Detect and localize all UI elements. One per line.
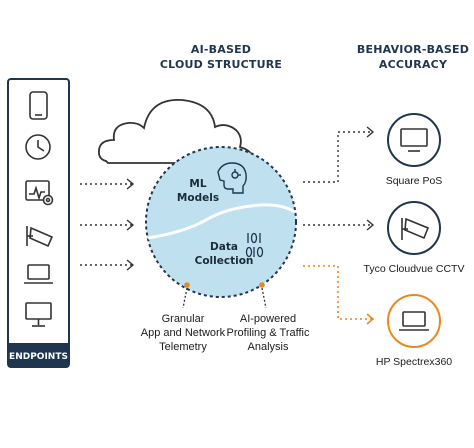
telemetry-line1: Granular [162, 313, 205, 325]
analysis-line2: Profiling & Traffic [227, 327, 310, 339]
cloud-header-line2: CLOUD STRUCTURE [160, 58, 282, 71]
cloud-header-line1: AI-BASED [191, 43, 251, 56]
output-2-label: Tyco Cloudvue CCTV [364, 263, 465, 275]
clock-icon [25, 134, 51, 160]
endpoints-label-bar [8, 343, 69, 367]
circle-outline [145, 146, 297, 298]
output-hp-spectrex: HP Spectrex360 [376, 294, 452, 368]
output-tyco-cctv: Tyco Cloudvue CCTV [364, 201, 465, 275]
output-1-ring [387, 113, 441, 167]
endpoints-label: ENDPOINTS [9, 352, 68, 362]
output-arrow-1 [303, 126, 375, 183]
behavior-header-line1: BEHAVIOR-BASED [357, 43, 469, 56]
ai-head-icon [217, 162, 247, 194]
input-arrows [80, 178, 135, 271]
desktop-monitor-icon [25, 302, 52, 327]
telemetry-anchor-dot [184, 282, 190, 288]
telemetry-note: Granular App and Network Telemetry [141, 287, 226, 353]
telemetry-line3: Telemetry [159, 341, 207, 353]
ml-line2: Models [177, 192, 219, 204]
output-3-ring [387, 294, 441, 348]
ml-line1: ML [189, 178, 206, 190]
data-line2: Collection [195, 255, 254, 267]
behavior-header-line2: ACCURACY [379, 58, 448, 71]
output-arrow-2 [303, 219, 375, 231]
laptop-icon [24, 264, 53, 284]
output-3-label: HP Spectrex360 [376, 356, 452, 368]
binary-data-icon [245, 232, 264, 258]
analysis-line1: AI-powered [240, 313, 296, 325]
circle-divider-wave [147, 203, 296, 240]
output-2-ring [387, 201, 441, 255]
cloud-structure-circle: ML Models Data Collection [145, 146, 297, 298]
analysis-anchor-dot [259, 282, 265, 288]
security-camera-icon [26, 226, 54, 248]
laptop-icon [399, 311, 429, 331]
data-line1: Data [210, 241, 238, 253]
cctv-camera-icon [401, 217, 430, 240]
cloud-structure-header: AI-BASED CLOUD STRUCTURE [160, 43, 282, 71]
monitoring-screen-icon [25, 180, 54, 206]
output-1-label: Square PoS [386, 175, 443, 187]
telemetry-line2: App and Network [141, 327, 226, 339]
endpoints-panel: ENDPOINTS [7, 78, 70, 368]
mobile-phone-icon [29, 91, 48, 120]
analysis-line3: Analysis [248, 341, 289, 353]
analysis-note: AI-powered Profiling & Traffic Analysis [227, 287, 310, 353]
output-arrow-3 [303, 265, 375, 325]
behavior-accuracy-header: BEHAVIOR-BASED ACCURACY [357, 43, 469, 71]
tv-monitor-icon [400, 128, 428, 152]
output-square-pos: Square PoS [386, 113, 443, 187]
